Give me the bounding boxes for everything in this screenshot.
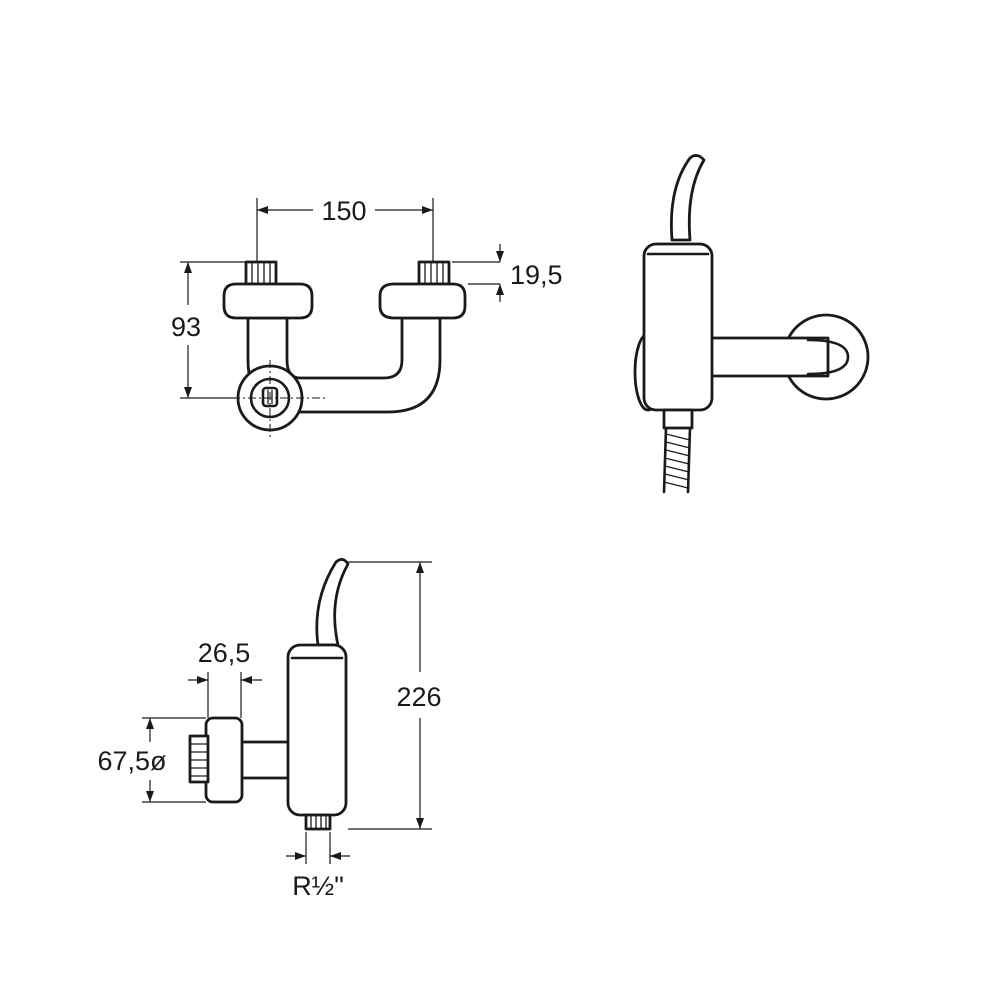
left-nipple (244, 260, 278, 286)
dim-226: 226 (348, 561, 442, 830)
dim-r-half: R½" (286, 832, 350, 901)
bottom-arm (238, 740, 294, 780)
side-hose-top (670, 154, 706, 242)
right-escutcheon (378, 282, 467, 320)
bottom-view: 26,5 67,5ø 226 (97, 558, 442, 901)
bottom-escutcheon (204, 716, 244, 804)
dim-r-half-label: R½" (292, 871, 344, 901)
bottom-main-body (286, 643, 348, 817)
dim-67-5: 67,5ø (97, 717, 206, 803)
dim-67-5-label: 67,5ø (97, 746, 166, 776)
dim-26-5-label: 26,5 (198, 638, 251, 668)
dim-93: 93 (171, 261, 246, 399)
dim-150: 150 (256, 196, 434, 262)
bottom-outlet-thread (304, 813, 332, 831)
dim-150-label: 150 (321, 196, 366, 226)
bottom-inlet-thread (188, 734, 210, 784)
dim-26-5: 26,5 (188, 638, 262, 718)
dim-19-5-label: 19,5 (510, 260, 563, 290)
dim-19-5: 19,5 (452, 244, 563, 302)
side-main-body (642, 242, 714, 412)
side-arm (698, 336, 830, 378)
left-escutcheon (222, 282, 314, 320)
front-view: 150 19,5 93 (171, 196, 563, 440)
side-flex-hose (662, 426, 692, 494)
bottom-hose (315, 558, 350, 647)
side-view (633, 154, 870, 494)
dim-226-label: 226 (396, 682, 441, 712)
right-nipple (417, 260, 451, 286)
dim-93-label: 93 (171, 312, 201, 342)
